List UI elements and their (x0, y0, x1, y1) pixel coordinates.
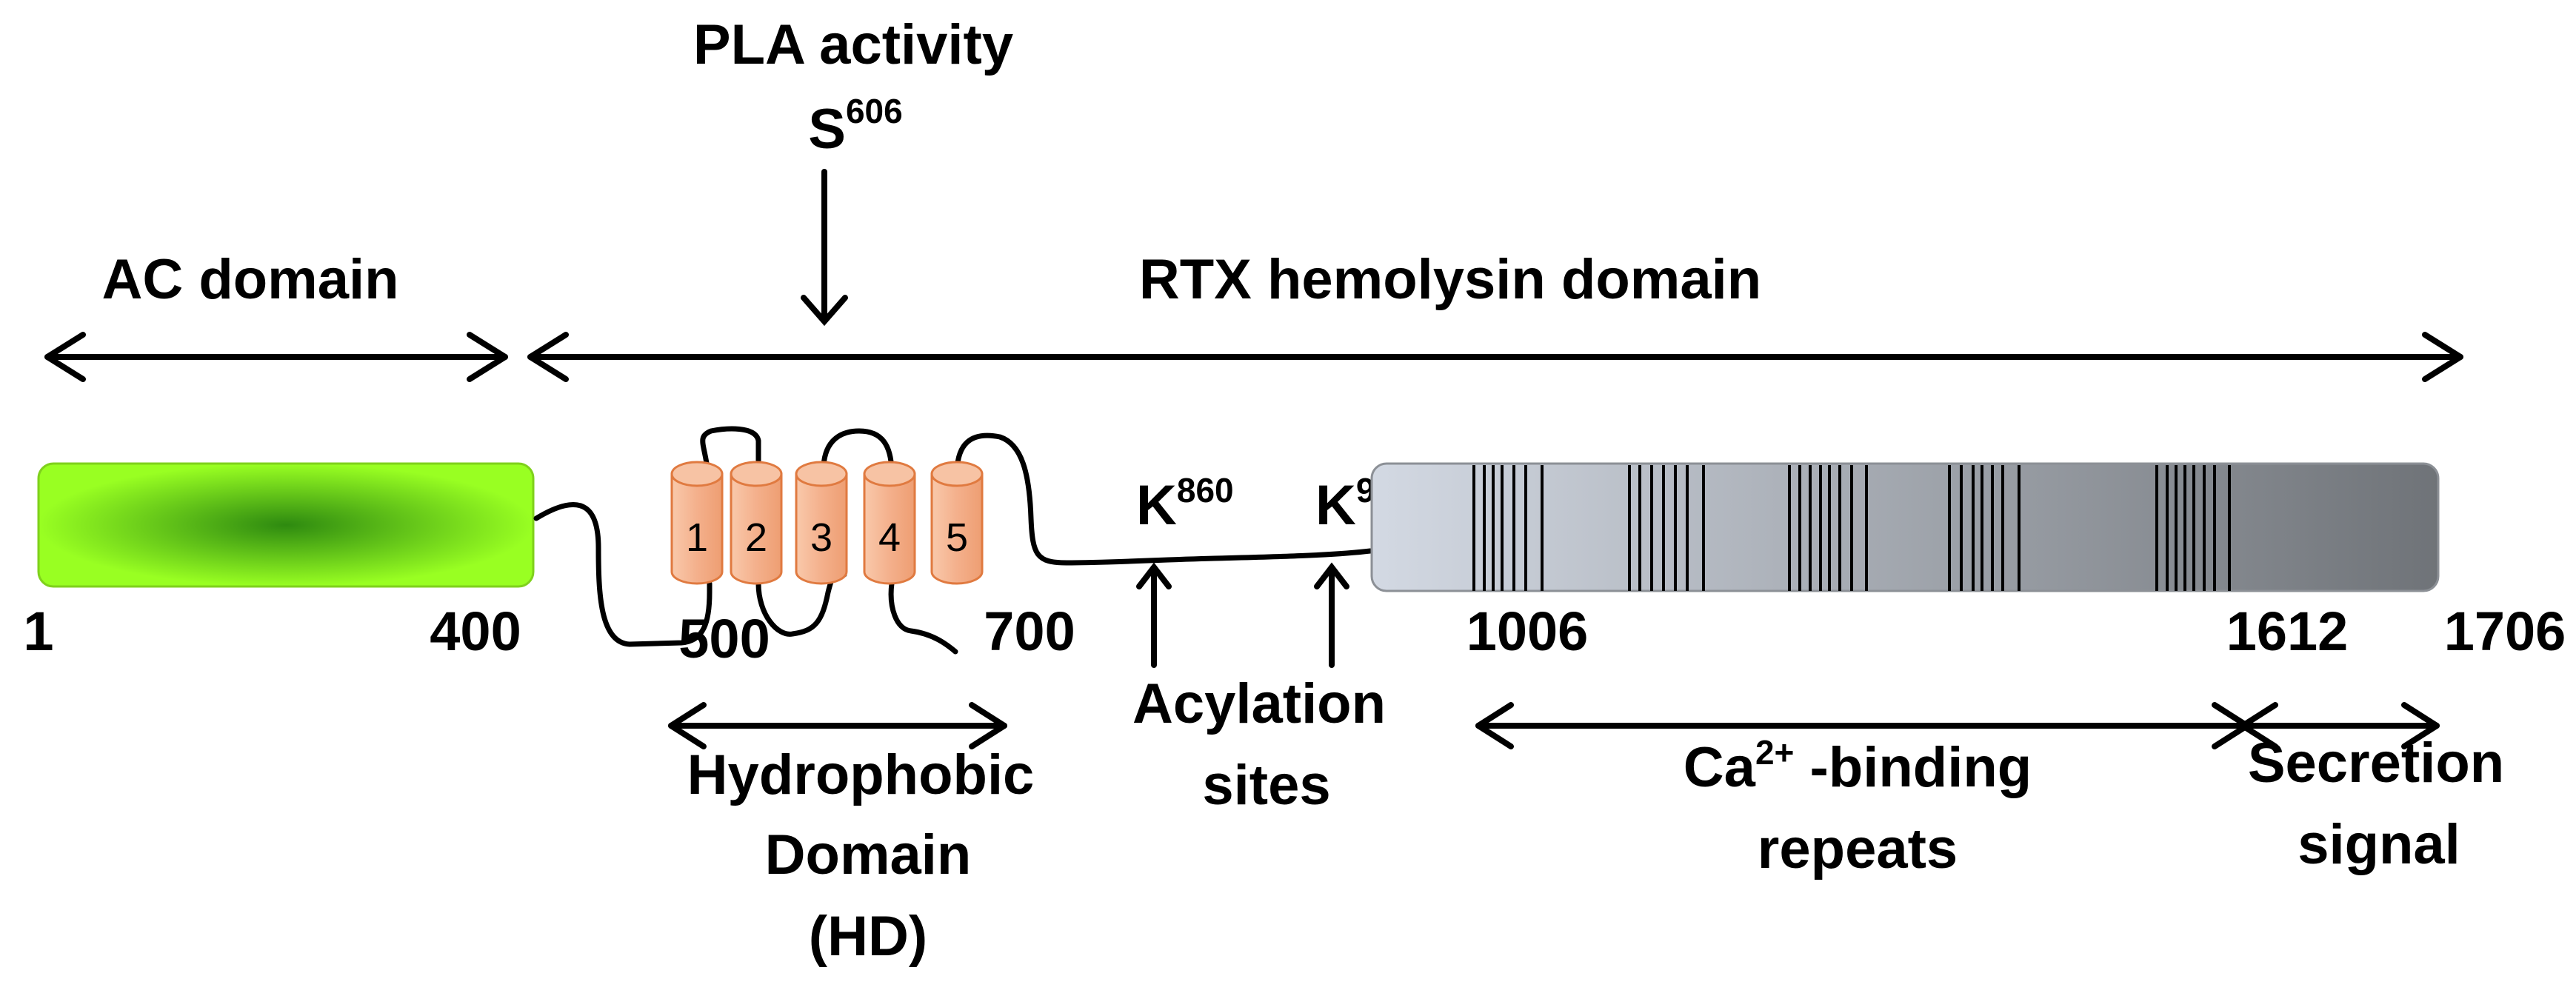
rtx-domain-span-arrow (527, 332, 2463, 382)
helix-number-4: 4 (878, 515, 901, 560)
acylation-label-line1: Acylation (1132, 672, 1386, 735)
position-1612: 1612 (2226, 601, 2349, 662)
helix-1: 1 (670, 461, 724, 585)
acylation-arrow-k860 (1136, 562, 1172, 668)
helix-number-1: 1 (686, 515, 708, 560)
hydrophobic-domain-span-arrow (668, 702, 1007, 749)
ac-domain-box (37, 462, 535, 588)
secretion-signal-span-arrow (2240, 702, 2440, 749)
polypeptide-chain (533, 426, 1373, 655)
calcium-binding-repeat-lines (1472, 465, 2231, 591)
hydrophobic-domain-label-line2: Domain (765, 823, 972, 886)
position-700: 700 (984, 601, 1075, 662)
position-1006: 1006 (1466, 601, 1589, 662)
s606-arrow (801, 169, 848, 327)
ac-domain-span-arrow (44, 332, 508, 382)
helix-number-3: 3 (810, 515, 832, 560)
secretion-signal-label-line1: Secretion (2248, 732, 2504, 795)
helix-4: 4 (863, 461, 916, 585)
calcium-binding-label-line2: repeats (1758, 818, 1958, 880)
hydrophobic-domain-label-line3: (HD) (809, 905, 927, 968)
rtx-domain-label: RTX hemolysin domain (1139, 248, 1761, 311)
pla-activity-label: PLA activity (693, 13, 1013, 76)
acylation-label-line2: sites (1202, 754, 1330, 817)
helix-number-5: 5 (946, 515, 968, 560)
hydrophobic-domain-label-line1: Hydrophobic (687, 743, 1035, 806)
helix-number-2: 2 (745, 515, 767, 560)
k860-label: K860 (1136, 471, 1234, 537)
acylation-arrow-k983 (1314, 562, 1349, 668)
position-1706: 1706 (2444, 601, 2566, 662)
position-500: 500 (678, 608, 770, 669)
rtx-domain-box (1370, 462, 2440, 592)
helix-2: 2 (730, 461, 783, 585)
calcium-binding-label-line1: Ca2+ -binding (1684, 733, 2032, 799)
position-400: 400 (430, 601, 521, 662)
secretion-signal-label-line2: signal (2298, 813, 2460, 876)
position-1: 1 (23, 601, 53, 662)
helix-3: 3 (795, 461, 848, 585)
ac-domain-label: AC domain (101, 248, 398, 311)
helix-5: 5 (930, 461, 984, 585)
s606-label: S606 (808, 92, 902, 161)
